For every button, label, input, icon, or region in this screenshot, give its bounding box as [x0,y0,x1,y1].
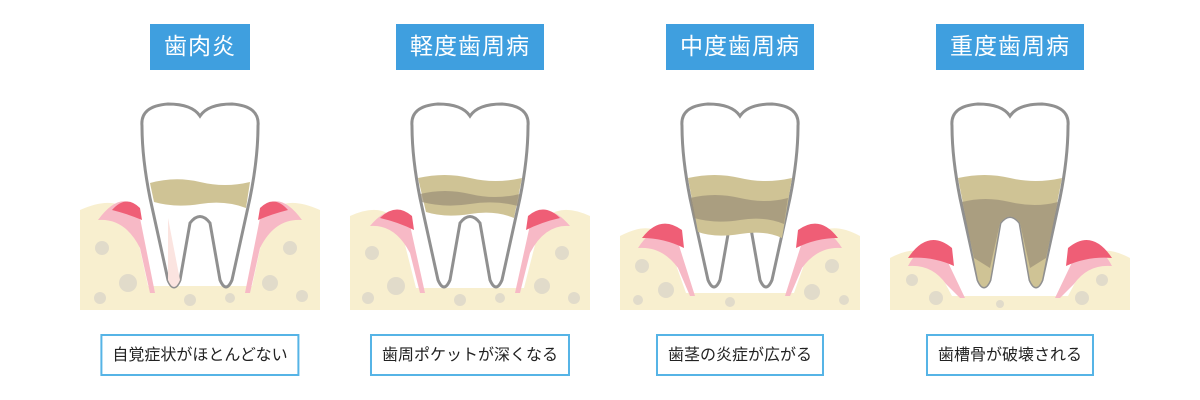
bone-spot [633,295,643,305]
tooth-illustration [620,102,860,310]
stage-caption: 歯茎の炎症が広がる [655,334,825,376]
stage-panel-severe: 重度歯周病 歯槽骨が破壊される [890,0,1130,400]
bone-spot [283,241,297,255]
gum-inflamed [796,223,838,248]
bone-spot [996,300,1004,308]
bone [350,209,590,310]
bone-spot [725,297,735,307]
bone-spot [495,293,505,303]
gum-inflamed [908,240,954,266]
bone-spot [929,291,943,305]
gum-inflamed [526,209,560,230]
bone-spot [839,295,849,305]
bone-spot [296,290,308,302]
tartar [420,191,520,206]
bone-spot [635,259,649,273]
tooth-illustration [80,102,320,310]
bone-spot [95,241,109,255]
bone-spot [225,293,235,303]
gum-inflamed [380,209,414,230]
bone [890,250,1130,310]
bone-spot [94,292,106,304]
stage-panel-gingivitis: 歯肉炎 自覚症状がほとんどない [80,0,320,400]
tooth-illustration [890,102,1130,310]
bone-spot [362,292,374,304]
root-fill [168,218,180,287]
gum-inflamed [258,201,288,220]
stage-caption: 歯槽骨が破壊される [925,334,1095,376]
bone [80,202,320,310]
bone-spot [454,294,466,306]
tartar [962,199,1058,268]
bone-spot [555,246,569,260]
stage-caption: 自覚症状がほとんどない [100,334,300,376]
gum [370,210,570,293]
bone-spot [119,274,137,292]
gum [638,230,842,296]
tartar [690,195,788,224]
stage-title: 中度歯周病 [666,24,814,70]
stage-caption: 歯周ポケットが深くなる [369,334,571,376]
bone [620,228,860,310]
stage-panel-moderate: 中度歯周病 歯茎の炎症が広がる [620,0,860,400]
bone-spot [262,275,278,291]
bone-spot [568,292,580,304]
gum-inflamed [112,201,142,220]
gum-inflamed [1066,240,1112,266]
stage-title: 重度歯周病 [936,24,1084,70]
bone-spot [365,246,379,260]
bone-spot [906,274,918,286]
stage-title: 歯肉炎 [150,24,250,70]
gum [98,201,302,293]
gum-inflamed [642,223,684,248]
stage-title: 軽度歯周病 [396,24,544,70]
bone-spot [825,259,839,273]
bone-spot [1075,291,1089,305]
stage-panel-mild: 軽度歯周病 歯周ポケットが深くなる [350,0,590,400]
bone-spot [184,294,196,306]
plaque [150,179,250,208]
tooth-illustration [350,102,590,310]
bone-spot [658,282,674,298]
bone-spot [804,284,820,300]
bone-spot [534,278,550,294]
bone-spot [387,277,405,295]
bone-spot [1096,274,1108,286]
